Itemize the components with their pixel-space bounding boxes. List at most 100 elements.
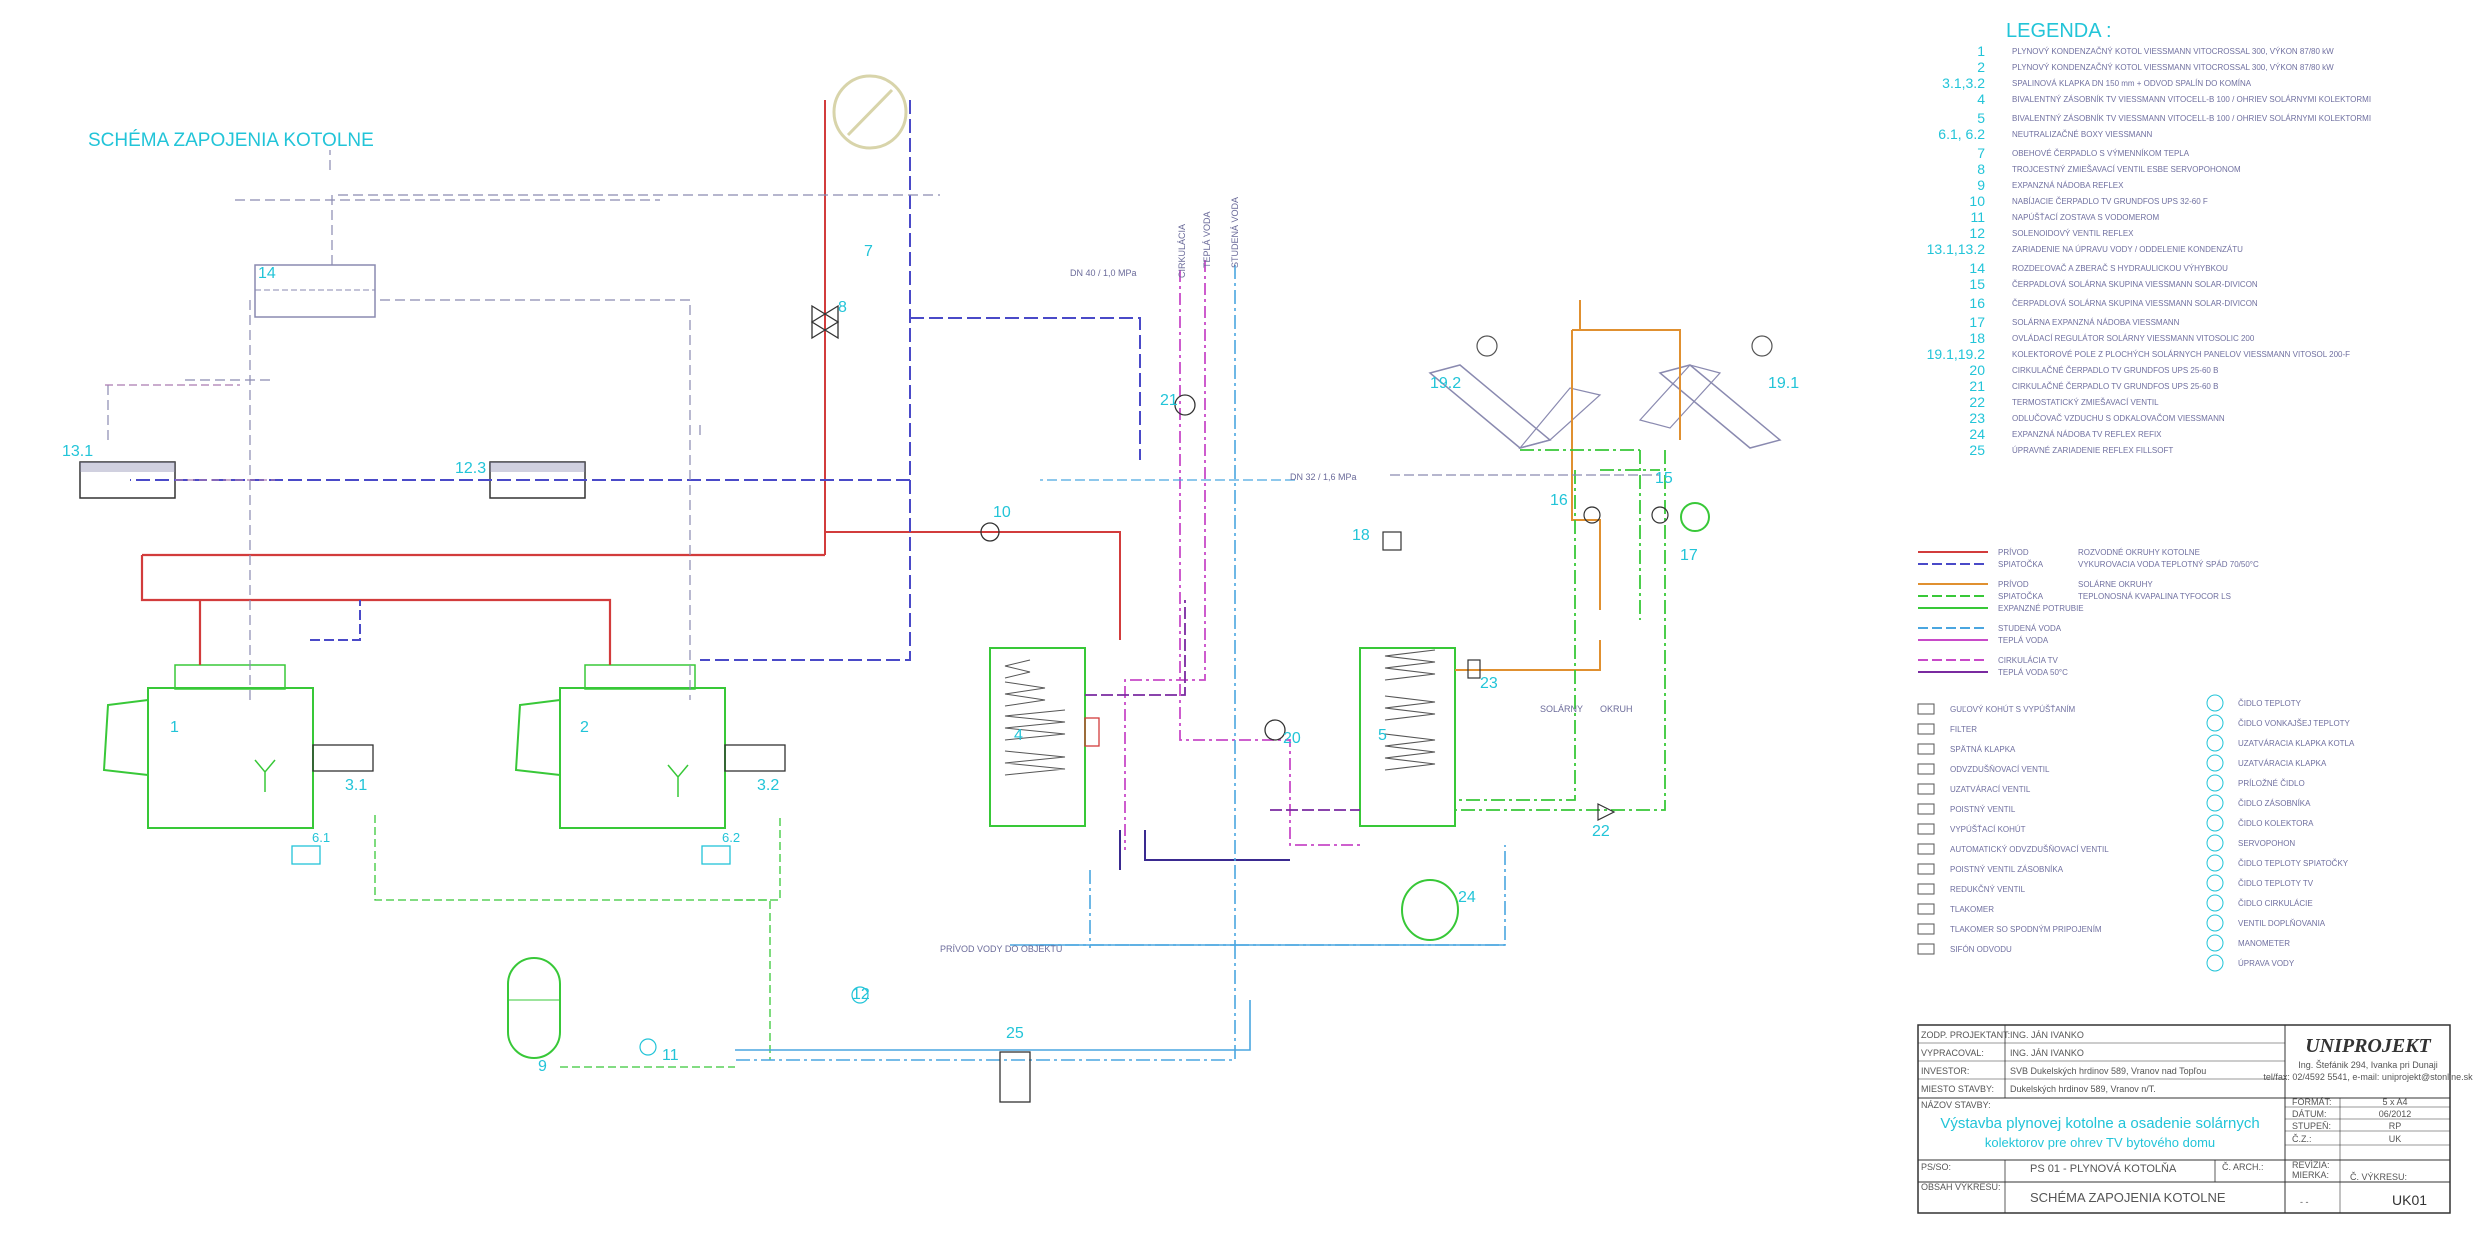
label-12: 12 — [852, 986, 870, 1003]
label-6-2: 6.2 — [722, 830, 740, 845]
symbol-left-label: VYPÚŠŤACÍ KOHÚT — [1950, 825, 2026, 834]
legend-item-number: 16 — [1969, 295, 1985, 311]
fill-11: 11 — [639, 1038, 679, 1064]
line-legend-label: SPIATOČKA — [1998, 592, 2044, 601]
symbol-left-label: POISTNÝ VENTIL ZÁSOBNÍKA — [1950, 865, 2064, 874]
pump-21: 21 — [1160, 392, 1196, 416]
flue-3-2: 3.2 — [724, 744, 786, 794]
dhw-tank-4: 4 — [989, 647, 1100, 827]
legend-item-number: 21 — [1969, 378, 1985, 394]
sensor-icon — [2206, 934, 2224, 952]
info-3-label: Č.Z.: — [2292, 1134, 2312, 1144]
symbol-right-label: MANOMETER — [2238, 939, 2290, 948]
legend-item-text: SOLENOIDOVÝ VENTIL REFLEX — [2012, 229, 2134, 238]
symbol-icon — [1917, 863, 1935, 875]
symbol-icon — [1917, 923, 1935, 935]
info-2-label: STUPEŇ: — [2292, 1121, 2331, 1131]
info-1-label: DÁTUM: — [2292, 1109, 2327, 1119]
legend-item-text: ROZDEĽOVAČ A ZBERAČ S HYDRAULICKOU VÝHYB… — [2012, 264, 2228, 273]
legend-item-number: 9 — [1977, 177, 1985, 193]
legend-item-text: BIVALENTNÝ ZÁSOBNÍK TV VIESSMANN VITOCEL… — [2012, 95, 2371, 104]
revision-label: REVÍZIA: — [2292, 1160, 2330, 1170]
symbol-right-label: ČIDLO TEPLOTY — [2238, 699, 2302, 708]
label-17: 17 — [1680, 547, 1698, 564]
note-solar-b: OKRUH — [1600, 704, 1633, 714]
legend-item-text: NAPÚŠŤACÍ ZOSTAVA S VODOMEROM — [2012, 213, 2159, 222]
neutralizer-6-2: 6.2 — [701, 830, 740, 865]
label-19-2: 19.2 — [1430, 375, 1461, 392]
symbol-icon — [1917, 763, 1935, 775]
legend-item-text: ČERPADLOVÁ SOLÁRNA SKUPINA VIESSMANN SOL… — [2012, 280, 2258, 289]
sensor-icon — [2206, 754, 2224, 772]
treatment-unit-13-1: 13.1 — [62, 443, 176, 499]
symbol-right-label: ČIDLO TEPLOTY SPIATOČKY — [2238, 859, 2349, 868]
symbol-icon — [1917, 943, 1935, 955]
company-name: UNIPROJEKT — [2305, 1035, 2431, 1057]
symbol-right-label: ČIDLO VONKAJŠEJ TEPLOTY — [2238, 719, 2351, 728]
mixing-valve-22: 22 — [1592, 803, 1616, 840]
label-tank-5: 5 — [1378, 727, 1387, 744]
solar-station-16: 16 — [1550, 492, 1601, 524]
label-25: 25 — [1006, 1025, 1024, 1042]
boiler-2: 2 — [514, 664, 726, 829]
legend-item-text: EXPANZNÁ NÁDOBA REFLEX — [2012, 181, 2124, 190]
legend-item-number: 1 — [1977, 43, 1985, 59]
supply-to-tank — [825, 531, 1121, 640]
label-boiler-1: 1 — [170, 719, 179, 736]
symbol-icon — [1917, 743, 1935, 755]
info-1-value: 06/2012 — [2379, 1109, 2412, 1119]
legend-item-text: NABÍJACIE ČERPADLO TV GRUNDFOS UPS 32-60… — [2012, 197, 2208, 206]
legend-item-text: PLYNOVÝ KONDENZAČNÝ KOTOL VIESSMANN VITO… — [2012, 63, 2334, 72]
symbol-right-label: ČIDLO ZÁSOBNÍKA — [2238, 799, 2311, 808]
stavba-line-2: kolektorov pre ohrev TV bytového domu — [1985, 1135, 2215, 1150]
legend-item-text: TERMOSTATICKÝ ZMIEŠAVACÍ VENTIL — [2012, 398, 2159, 407]
part-label: Č. ARCH.: — [2222, 1162, 2264, 1172]
label-10: 10 — [993, 504, 1011, 521]
sensor-icon — [2206, 914, 2224, 932]
symbol-right-label: ÚPRAVA VODY — [2238, 959, 2295, 968]
scale-value: Č. VÝKRESU: — [2350, 1172, 2407, 1182]
mixing-valve-8: 8 — [810, 299, 847, 340]
sensor-icon — [2206, 794, 2224, 812]
legend-item-number: 19.1,19.2 — [1927, 346, 1986, 362]
legend-item-text: OVLÁDACÍ REGULÁTOR SOLÁRNY VIESSMANN VIT… — [2012, 334, 2255, 343]
air-separator-23: 23 — [1467, 659, 1498, 692]
label-21: 21 — [1160, 392, 1178, 409]
sensor-icon — [2206, 854, 2224, 872]
sensor-icon — [2206, 734, 2224, 752]
symbol-right-label: VENTIL DOPLŇOVANIA — [2238, 919, 2326, 928]
legend-item-text: KOLEKTOROVÉ POLE Z PLOCHÝCH SOLÁRNYCH PA… — [2012, 350, 2350, 359]
legend-item-text: BIVALENTNÝ ZÁSOBNÍK TV VIESSMANN VITOCEL… — [2012, 114, 2371, 123]
sensor-icon — [2206, 774, 2224, 792]
legend-item-text: SOLÁRNA EXPANZNÁ NÁDOBA VIESSMANN — [2012, 318, 2180, 327]
symbol-left-label: UZATVÁRACÍ VENTIL — [1950, 785, 2031, 794]
line-legend-desc: TEPLONOSNÁ KVAPALINA TYFOCOR LS — [2078, 592, 2231, 601]
legend-item-text: OBEHOVÉ ČERPADLO S VÝMENNÍKOM TEPLA — [2012, 149, 2190, 158]
boiler-1: 1 — [102, 664, 314, 829]
ps-label: PS/SO: — [1921, 1162, 1951, 1172]
label-8: 8 — [838, 299, 847, 316]
info-0-value: 5 x A4 — [2382, 1097, 2407, 1107]
company-address: Ing. Štefánik 294, Ivanka pri Dunaji — [2298, 1060, 2438, 1070]
sensor-icon — [2206, 694, 2224, 712]
symbol-icon — [1917, 783, 1935, 795]
label-24: 24 — [1458, 889, 1476, 906]
schematic-title: SCHÉMA ZAPOJENIA KOTOLNE — [88, 130, 374, 151]
stavba-label: NÁZOV STAVBY: — [1921, 1100, 1991, 1110]
symbol-right-label: PRÍLOŽNÉ ČIDLO — [2238, 779, 2305, 788]
symbol-right-label: UZATVÁRACIA KLAPKA — [2238, 759, 2327, 768]
stavba-line-1: Výstavba plynovej kotolne a osadenie sol… — [1940, 1115, 2259, 1132]
expansion-tank-24: 24 — [1401, 879, 1476, 941]
legend-item-number: 6.1, 6.2 — [1938, 126, 1985, 142]
sensor-icon — [2206, 814, 2224, 832]
label-16: 16 — [1550, 492, 1568, 509]
note-dn-b: DN 32 / 1,6 MPa — [1290, 472, 1357, 482]
legend-item-number: 3.1,3.2 — [1942, 75, 1985, 91]
label-19-1: 19.1 — [1768, 375, 1799, 392]
note-solar-a: SOLÁRNY — [1540, 704, 1583, 714]
collector-19-2: 19.2 — [1428, 335, 1602, 450]
tb-row-3-label: MIESTO STAVBY: — [1921, 1084, 1994, 1094]
symbol-icon — [1917, 883, 1935, 895]
